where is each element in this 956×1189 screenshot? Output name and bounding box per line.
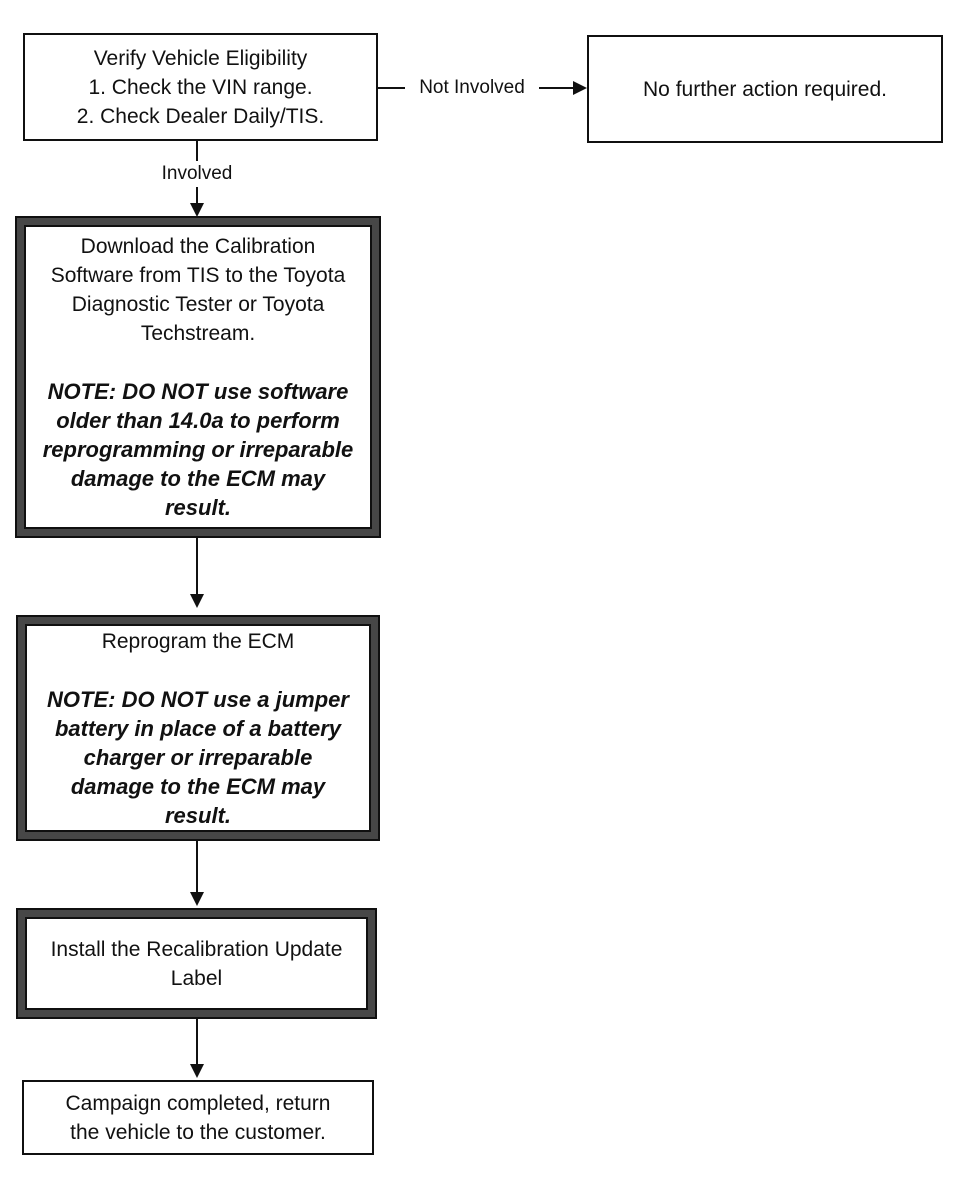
campaign-completed-text: Campaign completed, return the vehicle t… bbox=[65, 1091, 331, 1144]
reprogram-ecm-note: NOTE: DO NOT use a jumper battery in pla… bbox=[47, 686, 349, 828]
edge-line-install-to-campaign bbox=[196, 1018, 198, 1065]
flow-node-campaign-completed: Campaign completed, return the vehicle t… bbox=[22, 1080, 374, 1155]
flow-node-no-action: No further action required. bbox=[587, 35, 943, 143]
flow-node-verify-eligibility: Verify Vehicle Eligibility 1. Check the … bbox=[23, 33, 378, 141]
verify-eligibility-text: Verify Vehicle Eligibility 1. Check the … bbox=[76, 46, 325, 128]
edge-line-download-to-reprogram bbox=[196, 538, 198, 595]
install-label-text: Install the Recalibration Update Label bbox=[50, 937, 343, 990]
arrowhead-down-icon bbox=[190, 1064, 204, 1078]
edge-line-reprogram-to-install bbox=[196, 840, 198, 893]
arrowhead-right-icon bbox=[573, 81, 587, 95]
flow-node-download-calibration: Download the Calibration Software from T… bbox=[15, 216, 381, 538]
flow-node-reprogram-ecm: Reprogram the ECM NOTE: DO NOT use a jum… bbox=[16, 615, 380, 841]
edge-label-not-involved: Not Involved bbox=[405, 75, 539, 101]
edge-label-involved: Involved bbox=[146, 161, 248, 187]
download-calibration-text: Download the Calibration Software from T… bbox=[50, 235, 346, 345]
no-action-text: No further action required. bbox=[643, 77, 887, 101]
download-calibration-note: NOTE: DO NOT use software older than 14.… bbox=[42, 379, 354, 520]
reprogram-ecm-text: Reprogram the ECM bbox=[101, 629, 295, 653]
arrowhead-down-icon bbox=[190, 203, 204, 217]
flow-node-install-label: Install the Recalibration Update Label bbox=[16, 908, 377, 1019]
arrowhead-down-icon bbox=[190, 892, 204, 906]
arrowhead-down-icon bbox=[190, 594, 204, 608]
